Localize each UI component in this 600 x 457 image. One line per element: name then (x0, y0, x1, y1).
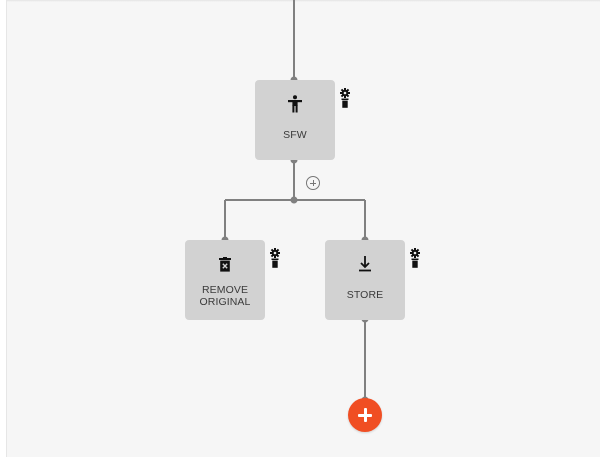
canvas-top-edge (7, 0, 600, 2)
trash-icon[interactable] (270, 258, 280, 268)
node-sfw[interactable]: SFW (255, 80, 335, 160)
trash-icon[interactable] (410, 258, 420, 268)
node-label: REMOVE ORIGINAL (199, 284, 251, 308)
node-store[interactable]: STORE (325, 240, 405, 320)
node-remove-original[interactable]: REMOVE ORIGINAL (185, 240, 265, 320)
node-actions-remove-original (270, 248, 280, 268)
trash-icon[interactable] (340, 98, 350, 108)
node-actions-sfw (340, 88, 350, 108)
gear-icon[interactable] (410, 248, 420, 258)
gear-icon[interactable] (340, 88, 350, 98)
gear-icon[interactable] (270, 248, 280, 258)
node-label: SFW (283, 129, 307, 141)
circled-plus-icon[interactable] (306, 176, 320, 190)
accessibility-icon (286, 94, 304, 114)
download-icon (356, 254, 374, 274)
workflow-canvas (6, 0, 600, 457)
delete-icon (216, 254, 234, 274)
node-label: STORE (346, 289, 384, 301)
add-node-button[interactable] (348, 398, 382, 432)
node-actions-store (410, 248, 420, 268)
